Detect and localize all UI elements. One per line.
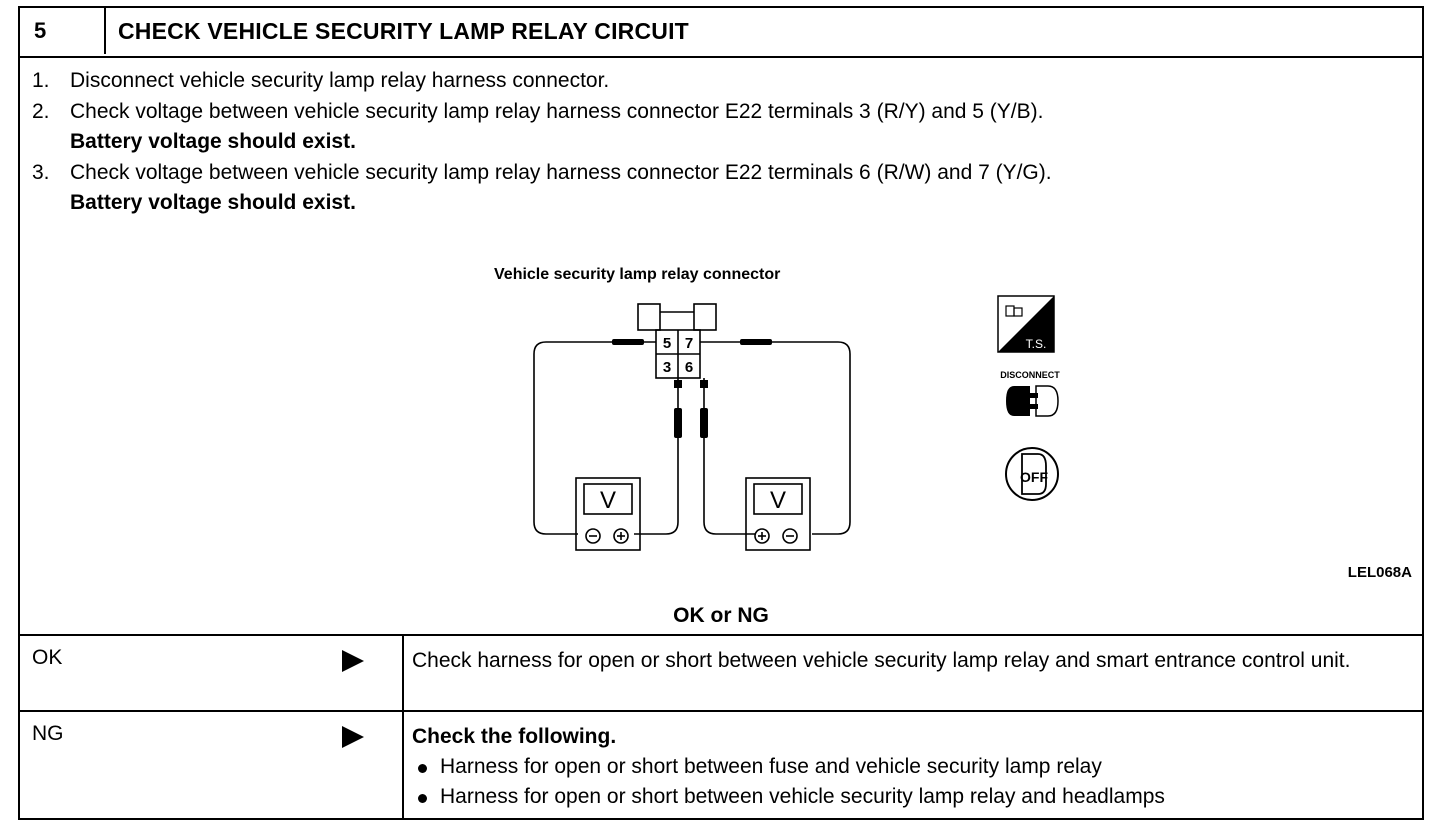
terminal-label: 3 — [663, 359, 671, 376]
disconnect-icon: DISCONNECT — [1000, 370, 1060, 417]
ignition-off-icon: OFF — [1005, 447, 1059, 501]
terminal-label: 6 — [685, 359, 693, 376]
procedure-frame: 5 CHECK VEHICLE SECURITY LAMP RELAY CIRC… — [18, 6, 1424, 820]
instruction-item: 1.Disconnect vehicle security lamp relay… — [32, 69, 610, 92]
step-header: 5 CHECK VEHICLE SECURITY LAMP RELAY CIRC… — [20, 8, 1422, 58]
step-number: 5 — [20, 8, 106, 54]
result-action: Check the following. Harness for open or… — [412, 722, 1412, 812]
meter-label: V — [770, 487, 786, 514]
terminal-label: 7 — [685, 335, 693, 352]
connector-latch-left — [637, 303, 661, 331]
diagram-title: Vehicle security lamp relay connector — [494, 266, 781, 283]
result-row-ng: NG Check the following. Harness for open… — [20, 710, 1422, 820]
test-tool-icon: T.S. — [997, 295, 1055, 353]
result-prompt: OK or NG — [673, 604, 769, 627]
step-title: CHECK VEHICLE SECURITY LAMP RELAY CIRCUI… — [118, 18, 689, 44]
result-label: OK — [32, 646, 63, 669]
instruction-expected-result: Battery voltage should exist. — [70, 130, 356, 153]
connector-latch-right — [693, 303, 717, 331]
voltmeter-right — [745, 477, 811, 551]
connector-diagram: Vehicle security lamp relay connector — [494, 266, 874, 556]
meter-label: V — [600, 487, 616, 514]
arrow-right-icon — [342, 726, 364, 748]
list-item: Harness for open or short between vehicl… — [412, 782, 1412, 812]
arrow-right-icon — [342, 650, 364, 672]
instruction-item: 2.Check voltage between vehicle security… — [32, 99, 1044, 123]
svg-text:T.S.: T.S. — [1026, 337, 1047, 351]
svg-text:DISCONNECT: DISCONNECT — [1000, 370, 1060, 380]
result-action: Check harness for open or short between … — [412, 649, 1351, 672]
instruction-expected-result: Battery voltage should exist. — [70, 191, 356, 214]
result-heading: Check the following. — [412, 725, 617, 748]
result-row-ok: OK Check harness for open or short betwe… — [20, 634, 1422, 710]
svg-text:OFF: OFF — [1020, 469, 1048, 485]
condition-icons: T.S. DISCONNECT OFF — [992, 294, 1082, 514]
result-label: NG — [32, 722, 64, 745]
terminal-label: 5 — [663, 335, 671, 352]
instruction-list: 1.Disconnect vehicle security lamp relay… — [32, 66, 1412, 219]
list-item: Harness for open or short between fuse a… — [412, 752, 1412, 782]
instruction-item: 3.Check voltage between vehicle security… — [32, 160, 1052, 184]
figure-reference: LEL068A — [1347, 564, 1412, 581]
voltmeter-left — [575, 477, 641, 551]
circuit-diagram: 5 7 3 6 V V — [533, 303, 851, 551]
